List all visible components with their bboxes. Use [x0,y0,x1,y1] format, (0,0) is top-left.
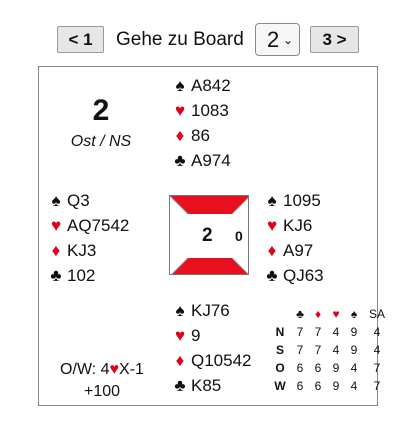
north-vulnerable-band [170,196,248,214]
north-diamonds: 86 [191,126,210,145]
spade-icon: ♠ [51,191,61,210]
east-diamonds: A97 [283,241,314,260]
trick-count: 6 [296,379,304,393]
diamond-icon: ♦ [267,241,277,260]
spade-icon: ♠ [267,191,277,210]
contract-line: O/W: 4♥X-1 [47,359,157,381]
contract-prefix: O/W: 4 [60,361,110,378]
diamond-icon: ♦ [314,307,322,321]
south-hearts: 9 [191,326,201,345]
seat-label: W [274,379,286,393]
spade-icon: ♠ [350,307,358,321]
heart-icon: ♥ [50,216,62,235]
trick-count: 7 [373,361,381,375]
table-board-number: 2 [202,225,213,246]
north-spades: A842 [191,76,231,95]
heart-icon: ♥ [174,101,186,120]
east-hearts: KJ6 [283,216,313,235]
dealer-vulnerability: Ost / NS [70,133,132,150]
trick-count: 4 [332,343,340,357]
board-diagram: 2 Ost / NS ♠A842 ♥1083 ♦86 ♣A974 ♠Q3 ♥AQ… [38,66,385,406]
trick-count: 4 [350,379,358,393]
north-hearts: 1083 [191,101,229,120]
seat-label: S [275,343,284,357]
trick-count: 7 [373,379,381,393]
table-vulnerability-indicator: 2 0 [169,195,249,275]
trick-count: 6 [314,379,322,393]
board-select[interactable]: 2 ⌄ [255,23,300,56]
north-clubs: A974 [191,151,231,170]
trick-count: 7 [314,325,322,339]
chevron-down-icon: ⌄ [282,33,293,47]
heart-icon: ♥ [174,326,186,345]
club-icon: ♣ [50,266,62,285]
heart-icon: ♥ [266,216,278,235]
goto-board-label: Gehe zu Board [116,29,244,50]
heart-icon: ♥ [109,361,120,378]
contract-result: O/W: 4♥X-1 +100 [47,359,157,403]
trick-count: 4 [332,325,340,339]
notrump-header: SA [368,307,385,321]
south-diamonds: Q10542 [191,351,252,370]
trick-count: 7 [296,325,304,339]
trick-count: 4 [350,361,358,375]
trick-count: 6 [296,361,304,375]
previous-board-button[interactable]: < 1 [57,26,104,53]
diamond-icon: ♦ [51,241,61,260]
club-icon: ♣ [174,151,186,170]
east-spades: 1095 [283,191,321,210]
trick-count: 9 [332,379,340,393]
west-clubs: 102 [67,266,96,285]
club-icon: ♣ [266,266,278,285]
board-number: 2 [92,94,110,127]
south-spades: KJ76 [191,301,230,320]
seat-label: N [275,325,285,339]
next-board-button[interactable]: 3 > [310,26,359,53]
score: +100 [83,383,121,400]
club-icon: ♣ [174,376,186,395]
south-vulnerable-band [172,258,248,274]
trick-count: 9 [332,361,340,375]
trick-count: 4 [373,325,381,339]
seat-label: O [275,361,285,375]
trick-count: 7 [314,343,322,357]
trick-count: 9 [350,343,358,357]
contract-suffix: X-1 [119,361,144,378]
board-select-value: 2 [267,27,280,52]
south-clubs: K85 [191,376,222,395]
heart-icon: ♥ [332,307,340,321]
west-diamonds: KJ3 [67,241,97,260]
vulnerability-graphic [170,196,248,274]
trick-count: 9 [350,325,358,339]
diamond-icon: ♦ [175,126,185,145]
trick-count: 7 [296,343,304,357]
club-icon: ♣ [296,307,304,321]
board-navigation: < 1 Gehe zu Board 2 ⌄ 3 > [0,23,407,57]
trick-count: 4 [373,343,381,357]
diamond-icon: ♦ [175,351,185,370]
trick-count: 6 [314,361,322,375]
spade-icon: ♠ [175,76,185,95]
east-clubs: QJ63 [283,266,324,285]
table-east-label: 0 [235,228,243,244]
west-spades: Q3 [67,191,90,210]
west-hearts: AQ7542 [67,216,130,235]
spade-icon: ♠ [175,301,185,320]
